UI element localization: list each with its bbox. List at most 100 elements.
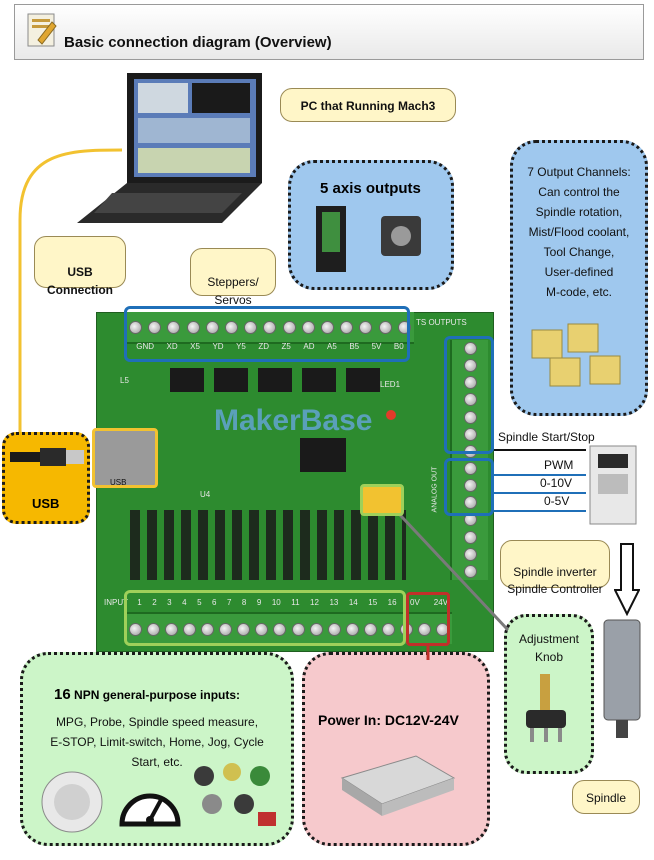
stepper-motor-image	[375, 212, 427, 262]
pin-label: 1	[137, 598, 142, 607]
terminal-screw	[463, 462, 477, 476]
pin-label: 10	[271, 598, 281, 607]
switches-image	[188, 760, 282, 832]
terminal-screw	[463, 410, 477, 424]
usb-connection-label: USB Connection	[47, 265, 113, 297]
terminal-screw	[463, 547, 477, 561]
pin-label: B0	[393, 342, 404, 351]
terminal-screw	[463, 359, 477, 373]
terminal-screw	[128, 622, 142, 636]
terminal-screw	[244, 320, 258, 334]
stepper-driver-image	[312, 206, 352, 274]
terminal-screw	[282, 320, 296, 334]
terminal-screw	[146, 622, 160, 636]
optocoupler-chip	[214, 368, 248, 392]
pin-label: Z5	[281, 342, 291, 351]
inverter-image	[588, 444, 638, 526]
chip-row	[170, 368, 380, 396]
mpg-handwheel-image	[36, 770, 110, 834]
pin-label: YD	[212, 342, 224, 351]
pin-label: 9	[256, 598, 262, 607]
pc-callout: PC that Running Mach3	[280, 88, 456, 122]
pin-label: 4	[182, 598, 187, 607]
pwm-line	[494, 474, 586, 476]
usb-label: USB	[32, 496, 60, 511]
terminal-screw	[378, 320, 392, 334]
terminal-screw	[320, 320, 334, 334]
pwm-label: PWM	[544, 458, 574, 472]
outputs-label: TS OUTPUTS	[416, 318, 467, 327]
steppers-callout: Steppers/ Servos	[190, 248, 276, 307]
terminal-screw	[463, 427, 477, 441]
usb-box	[2, 432, 90, 524]
inputs-title: 16 NPN general-purpose inputs:	[54, 686, 240, 703]
terminal-screw	[363, 622, 377, 636]
relay-image	[528, 320, 638, 390]
terminal-screw	[273, 622, 287, 636]
red-led	[386, 410, 396, 420]
terminal-screw	[463, 496, 477, 510]
input-label: INPUT	[104, 598, 128, 607]
inputs-frame	[124, 590, 406, 646]
pin-label: GND	[136, 342, 155, 351]
usb-port-frame	[92, 428, 158, 488]
spindle-callout: Spindle	[572, 780, 640, 814]
pin-label: 8	[241, 598, 247, 607]
v010-line	[494, 492, 586, 494]
terminal-screw	[182, 622, 196, 636]
optocoupler-chip	[346, 368, 380, 392]
terminal-screw	[291, 622, 305, 636]
terminal-screw	[148, 320, 162, 334]
terminal-screw	[463, 393, 477, 407]
terminal-screw	[382, 622, 396, 636]
terminal-screw	[463, 479, 477, 493]
usb-plug-image	[6, 440, 86, 474]
power-frame	[406, 592, 450, 646]
terminal-screw	[359, 320, 373, 334]
terminal-screw	[167, 320, 181, 334]
pin-label: 15	[368, 598, 378, 607]
usb-port-label: USB	[110, 478, 127, 487]
terminal-screw	[205, 320, 219, 334]
pin-label: 5V	[371, 342, 382, 351]
terminal-screw	[237, 622, 251, 636]
terminal-screw	[340, 320, 354, 334]
spindle-start-stop-label: Spindle Start/Stop	[498, 430, 595, 444]
v05-label: 0-5V	[544, 494, 570, 508]
terminal-screw	[309, 622, 323, 636]
pin-label: B5	[349, 342, 360, 351]
pin-label: Y5	[236, 342, 246, 351]
terminal-screw	[255, 622, 269, 636]
axis-terminal-block	[126, 312, 414, 344]
terminal-screw	[129, 320, 143, 334]
terminal-screw	[345, 622, 359, 636]
pin-label: ZD	[258, 342, 270, 351]
pin-label: A5	[327, 342, 337, 351]
optocoupler-chip	[170, 368, 204, 392]
mcu-chip	[300, 438, 346, 472]
pin-label: 0V	[410, 598, 420, 607]
board-watermark: MakerBase	[214, 404, 373, 437]
terminal-screw	[463, 342, 477, 356]
knob-on-board	[360, 484, 404, 516]
inverter-label: Spindle inverter Spindle Controller	[507, 565, 603, 596]
inverter-callout: Spindle inverter Spindle Controller	[500, 540, 610, 596]
knob-image	[516, 672, 576, 746]
inputs-title-number: 16	[54, 686, 71, 703]
inputs-title-text: NPN general-purpose inputs:	[70, 688, 241, 702]
axis-outputs-bubble	[288, 160, 454, 290]
usb-cable	[0, 0, 200, 485]
document-icon	[26, 10, 60, 50]
v05-line	[494, 510, 586, 512]
usb-connection-callout: USB Connection	[34, 236, 126, 297]
power-bubble	[302, 652, 490, 846]
optocoupler-chip	[258, 368, 292, 392]
start-stop-line	[494, 449, 586, 451]
outputs-frame-top	[444, 336, 494, 454]
terminal-screw	[301, 320, 315, 334]
input-component-rows	[130, 510, 406, 580]
outputs-frame-bottom	[444, 458, 494, 516]
